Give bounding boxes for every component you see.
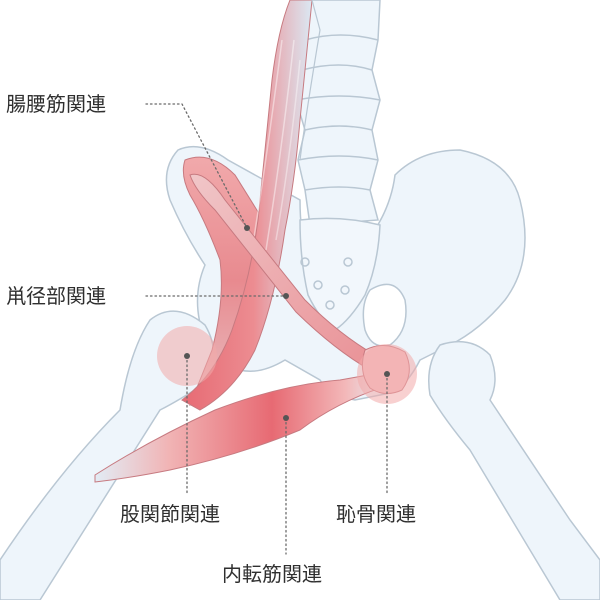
label-adductor: 内転筋関連 — [222, 562, 322, 586]
adductor-muscle — [94, 371, 391, 483]
label-hip-joint: 股関節関連 — [120, 502, 220, 526]
leader-dot-adductor — [283, 415, 289, 421]
leader-dot-iliopsoas — [244, 225, 250, 231]
psoas-muscle — [181, 0, 321, 411]
leader-dot-inguinal — [283, 293, 289, 299]
label-pubic: 恥骨関連 — [336, 502, 416, 526]
label-iliopsoas: 腸腰筋関連 — [6, 92, 106, 116]
leader-line-iliopsoas — [145, 103, 248, 229]
femur-bones — [0, 310, 600, 600]
leader-dot-hip-joint — [184, 353, 190, 359]
leader-dot-pubic — [384, 371, 390, 377]
label-inguinal: 鼡径部関連 — [6, 284, 106, 308]
